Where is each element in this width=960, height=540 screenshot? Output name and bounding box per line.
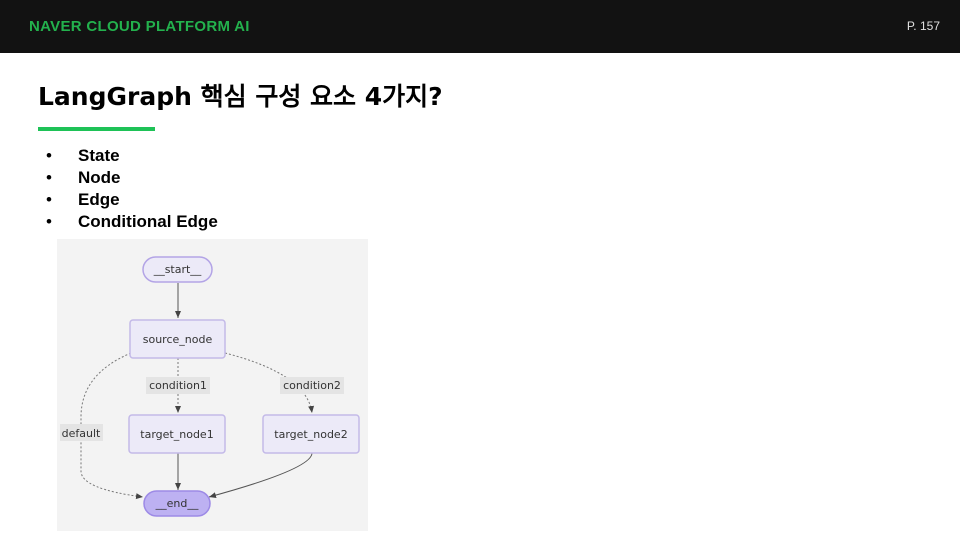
node-target2: target_node2 <box>262 414 360 454</box>
component-list: • State • Node • Edge • Conditional Edge <box>46 145 218 233</box>
edge-source-to-end-default <box>80 352 144 500</box>
node-label: __start__ <box>153 263 202 276</box>
node-start: __start__ <box>142 256 213 283</box>
list-item: • Edge <box>46 189 218 211</box>
list-item-label: Node <box>78 168 121 187</box>
node-target1: target_node1 <box>128 414 226 454</box>
list-item-label: Conditional Edge <box>78 212 218 231</box>
diagram-canvas: condition1 condition2 default __start__ … <box>60 256 360 517</box>
bullet-icon: • <box>46 190 52 209</box>
bullet-icon: • <box>46 212 52 231</box>
node-label: target_node2 <box>274 428 347 441</box>
node-end: __end__ <box>143 490 211 517</box>
slide-title: LangGraph 핵심 구성 요소 4가지? <box>38 82 443 111</box>
edge-label-text: condition2 <box>283 379 341 392</box>
node-shape <box>142 256 213 283</box>
edge-label-background <box>280 377 344 394</box>
edge-label-default: default <box>60 424 103 441</box>
edge-label-text: default <box>62 427 101 440</box>
list-item-label: State <box>78 146 120 165</box>
langgraph-diagram: condition1 condition2 default __start__ … <box>57 239 368 531</box>
node-shape <box>129 319 226 359</box>
node-label: __end__ <box>155 497 199 510</box>
list-item: • Conditional Edge <box>46 211 218 233</box>
brand-label: NAVER CLOUD PLATFORM AI <box>29 18 250 35</box>
node-shape <box>143 490 211 517</box>
list-item-label: Edge <box>78 190 120 209</box>
node-shape <box>128 414 226 454</box>
edge-target2-to-end <box>208 452 313 499</box>
bullet-icon: • <box>46 168 52 187</box>
edge-label-text: condition1 <box>149 379 207 392</box>
top-bar: NAVER CLOUD PLATFORM AI P. 157 <box>0 0 960 53</box>
node-label: target_node1 <box>140 428 213 441</box>
node-label: source_node <box>143 333 213 346</box>
title-accent-bar <box>38 127 155 131</box>
page-number: P. 157 <box>906 19 940 33</box>
node-shape <box>262 414 360 454</box>
list-item: • Node <box>46 167 218 189</box>
edge-label-background <box>146 377 210 394</box>
bullet-icon: • <box>46 146 52 165</box>
edge-label-condition1: condition1 <box>146 377 210 394</box>
node-source: source_node <box>129 319 226 359</box>
edge-source-to-target2 <box>224 352 315 414</box>
edge-label-condition2: condition2 <box>280 377 344 394</box>
list-item: • State <box>46 145 218 167</box>
edge-label-background <box>60 424 103 441</box>
